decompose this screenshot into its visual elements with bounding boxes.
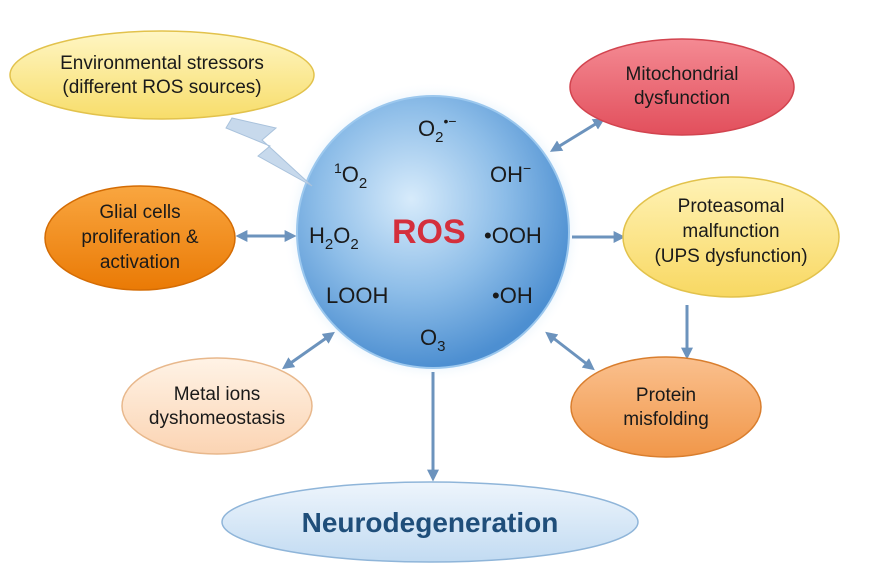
species-hydrogen-peroxide: H2O2 xyxy=(309,223,359,253)
metal-line1: Metal ions xyxy=(174,384,261,405)
proteasomal-line3: (UPS dysfunction) xyxy=(654,246,807,267)
mitochondrial-line1: Mitochondrial xyxy=(626,64,739,85)
proteasomal-line2: malfunction xyxy=(682,221,779,242)
environmental-line1: Environmental stressors xyxy=(60,53,264,74)
species-singlet-oxygen: 1O2 xyxy=(334,160,367,192)
arrow-misfolding xyxy=(545,331,595,371)
species-lipid-hydroperoxide: LOOH xyxy=(326,283,388,308)
species-hydroxide: OH− xyxy=(490,160,531,187)
species-hydroperoxyl: •OOH xyxy=(484,223,542,248)
metal-line2: dyshomeostasis xyxy=(149,408,285,429)
arrow-metal xyxy=(282,331,335,370)
node-environmental-stressors: Environmental stressors (different ROS s… xyxy=(9,30,315,120)
node-proteasomal-malfunction: Proteasomal malfunction (UPS dysfunction… xyxy=(622,176,840,298)
neurodegeneration-label: Neurodegeneration xyxy=(302,507,559,538)
glial-line2: proliferation & xyxy=(81,227,199,248)
node-neurodegeneration: Neurodegeneration xyxy=(221,481,639,563)
glial-line1: Glial cells xyxy=(99,202,180,223)
species-ozone: O3 xyxy=(420,325,445,355)
lightning-bolt-icon xyxy=(225,117,313,187)
ros-sphere xyxy=(296,95,570,369)
node-mitochondrial-dysfunction: Mitochondrial dysfunction xyxy=(569,38,795,136)
arrow-mitochondrial xyxy=(549,118,606,152)
protein-line1: Protein xyxy=(636,385,696,406)
environmental-line2: (different ROS sources) xyxy=(62,77,261,98)
node-metal-ions: Metal ions dyshomeostasis xyxy=(121,357,313,455)
glial-line3: activation xyxy=(100,252,180,273)
species-superoxide: O2•− xyxy=(418,113,457,146)
species-hydroxyl-radical: •OH xyxy=(492,283,533,308)
mitochondrial-line2: dysfunction xyxy=(634,88,730,109)
node-glial-cells: Glial cells proliferation & activation xyxy=(44,185,236,291)
protein-line2: misfolding xyxy=(623,409,709,430)
ros-label: ROS xyxy=(392,213,466,251)
node-protein-misfolding: Protein misfolding xyxy=(570,356,762,458)
proteasomal-line1: Proteasomal xyxy=(678,196,785,217)
